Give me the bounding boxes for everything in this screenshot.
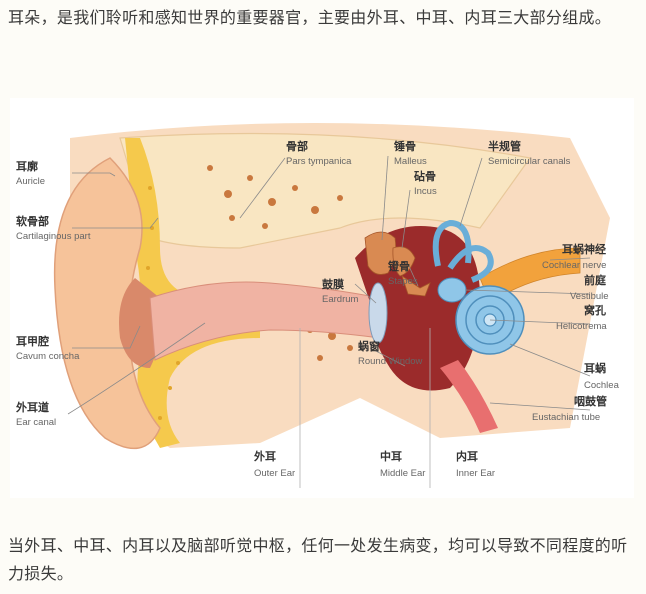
svg-text:锤骨: 锤骨 [394, 139, 416, 153]
svg-text:Eardrum: Eardrum [322, 294, 359, 305]
label-inner-ear: 内耳 Inner Ear [456, 449, 495, 479]
label-vestibule: 前庭 Vestibule [570, 273, 609, 302]
vestibule-shape [437, 277, 467, 303]
eardrum-shape [368, 282, 388, 344]
label-round-window: 蜗窗 Round Window [358, 339, 423, 367]
svg-text:耳廓: 耳廓 [16, 159, 38, 173]
intro-paragraph: 耳朵，是我们聆听和感知世界的重要器官，主要由外耳、中耳、内耳三大部分组成。 [8, 8, 612, 27]
svg-text:Semicircular canals: Semicircular canals [488, 156, 571, 167]
svg-text:Stapes: Stapes [388, 276, 418, 287]
leader-lines [67, 155, 591, 415]
svg-text:蜗窗: 蜗窗 [358, 339, 380, 353]
svg-text:外耳道: 外耳道 [15, 400, 49, 414]
svg-text:中耳: 中耳 [380, 449, 402, 463]
svg-text:Cochlea: Cochlea [584, 380, 620, 391]
svg-text:Outer Ear: Outer Ear [254, 468, 295, 479]
fat-dots [146, 186, 180, 420]
svg-text:耳甲腔: 耳甲腔 [16, 334, 49, 348]
ear-anatomy-diagram: 耳廓 Auricle 软骨部 Cartilaginous part 耳甲腔 Ca… [10, 98, 634, 498]
svg-text:Cavum concha: Cavum concha [16, 351, 80, 362]
svg-text:Inner Ear: Inner Ear [456, 468, 495, 479]
semicircular-canals-shape [432, 219, 494, 283]
svg-text:半规管: 半规管 [488, 139, 521, 153]
label-cochlear-nerve: 耳蜗神经 Cochlear nerve [542, 242, 606, 271]
label-semicircular-canals: 半规管 Semicircular canals [488, 139, 571, 167]
svg-text:内耳: 内耳 [456, 449, 478, 463]
ear-illustration [53, 123, 610, 488]
svg-text:耳蜗神经: 耳蜗神经 [562, 242, 606, 256]
svg-text:Vestibule: Vestibule [570, 291, 609, 302]
label-pars-tympanica: 骨部 Pars tympanica [286, 139, 352, 167]
label-middle-ear: 中耳 Middle Ear [380, 449, 425, 479]
svg-text:Malleus: Malleus [394, 156, 427, 167]
label-eardrum: 鼓膜 Eardrum [322, 277, 359, 305]
svg-text:Auricle: Auricle [16, 176, 45, 187]
ossicles [364, 231, 431, 297]
svg-text:窝孔: 窝孔 [584, 303, 606, 317]
svg-text:Eustachian tube: Eustachian tube [532, 412, 600, 423]
label-malleus: 锤骨 Malleus [394, 139, 427, 167]
label-eustachian-tube: 咽鼓管 Eustachian tube [532, 394, 607, 423]
label-stapes: 镫骨 Stapes [388, 259, 418, 287]
svg-text:砧骨: 砧骨 [414, 169, 436, 183]
svg-text:Pars tympanica: Pars tympanica [286, 156, 352, 167]
svg-text:Ear canal: Ear canal [16, 417, 56, 428]
svg-text:骨部: 骨部 [286, 139, 308, 153]
label-helicotrema: 窝孔 Helicotrema [556, 303, 607, 332]
section-dividers [299, 328, 431, 488]
cartilage-fat-layer [125, 138, 260, 448]
svg-text:Incus: Incus [414, 186, 437, 197]
label-incus: 砧骨 Incus [414, 169, 437, 197]
auricle-shape [53, 157, 161, 450]
svg-text:Cochlear nerve: Cochlear nerve [542, 260, 606, 271]
svg-text:外耳: 外耳 [253, 449, 276, 463]
svg-text:Middle Ear: Middle Ear [380, 468, 425, 479]
label-auricle: 耳廓 Auricle [16, 159, 45, 187]
svg-text:Helicotrema: Helicotrema [556, 321, 607, 332]
label-ear-canal: 外耳道 Ear canal [15, 400, 56, 428]
svg-text:Round Window: Round Window [358, 356, 423, 367]
outro-paragraph: 当外耳、中耳、内耳以及脑部听觉中枢，任何一处发生病变，均可以导致不同程度的听力损… [8, 536, 628, 583]
eustachian-tube-shape [440, 360, 498, 433]
label-outer-ear: 外耳 Outer Ear [253, 449, 295, 479]
svg-text:镫骨: 镫骨 [388, 259, 410, 273]
svg-text:Cartilaginous part: Cartilaginous part [16, 231, 91, 242]
svg-text:鼓膜: 鼓膜 [322, 277, 344, 291]
label-cartilaginous-part: 软骨部 Cartilaginous part [16, 214, 91, 242]
svg-text:软骨部: 软骨部 [16, 214, 49, 228]
svg-text:咽鼓管: 咽鼓管 [574, 394, 607, 408]
label-cochlea: 耳蜗 Cochlea [584, 361, 620, 391]
svg-text:耳蜗: 耳蜗 [584, 361, 606, 375]
svg-text:前庭: 前庭 [584, 273, 606, 287]
label-cavum-concha: 耳甲腔 Cavum concha [16, 334, 80, 362]
